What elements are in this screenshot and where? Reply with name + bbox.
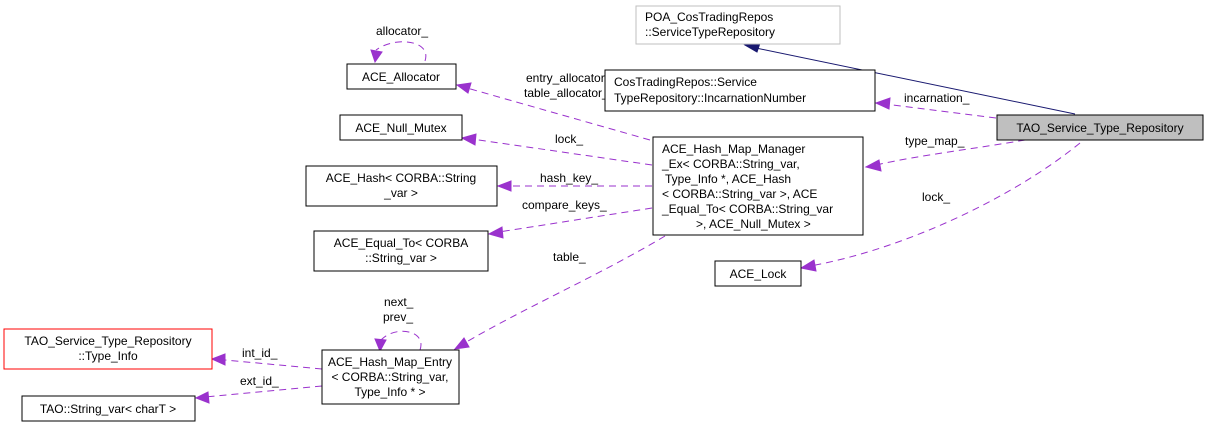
node-box [635,5,841,45]
allocator-self-edge-line [375,41,427,62]
edge-label-type-map: type_map_ [905,134,965,148]
node-label: ACE_Lock [730,267,788,281]
node-box [305,165,498,207]
edge-label-hash-key: hash_key_ [540,171,598,185]
ext-id-edge-line [204,385,323,398]
lock-mgr-arrowhead [460,133,477,146]
edge-label-lock-main: lock_ [922,190,950,204]
node-label: ::String_var > [365,251,437,265]
node-label: TAO_Service_Type_Repository [24,334,191,348]
edge-label-prev: prev_ [383,310,413,324]
node-label: < CORBA::String_var >, ACE [662,187,817,201]
node-type-info[interactable]: TAO_Service_Type_Repository ::Type_Info [3,328,213,370]
edge-label-int-id: int_id_ [242,346,278,360]
edge-table: table_ [453,235,666,350]
allocators-edge-line [466,87,651,141]
node-box [652,136,864,236]
edge-label-table-allocator: table_allocator_ [524,86,609,100]
node-label: TAO_Service_Type_Repository [1016,121,1183,135]
node-ace-equal-to[interactable]: ACE_Equal_To< CORBA ::String_var > [313,230,489,272]
edge-lock-main: lock_ [799,142,1081,272]
edge-label-ext-id: ext_id_ [240,374,279,388]
node-box [313,230,489,272]
node-label: >, ACE_Null_Mutex > [696,217,811,231]
node-label: < CORBA::String_var, [331,370,448,384]
node-label: TAO::String_var< charT > [40,402,176,416]
node-label: Type_Info *, ACE_Hash [665,172,791,186]
edge-label-incarnation: incarnation_ [904,91,970,105]
node-ace-allocator[interactable]: ACE_Allocator [346,63,457,90]
node-ace-hash[interactable]: ACE_Hash< CORBA::String _var > [305,165,498,207]
type-map-arrowhead [864,159,882,172]
node-box [21,395,196,422]
node-label: TypeRepository::IncarnationNumber [614,91,806,105]
node-ace-hash-map-entry[interactable]: ACE_Hash_Map_Entry < CORBA::String_var, … [321,349,460,405]
type-map-edge-line [875,139,1026,166]
node-tao-string-var[interactable]: TAO::String_var< charT > [21,395,196,422]
table-arrowhead [453,337,470,350]
lock-mgr-edge-line [471,138,653,166]
edge-lock-mgr: lock_ [460,132,653,166]
node-label: ACE_Hash_Map_Manager [662,142,805,156]
edge-label-compare-keys: compare_keys_ [522,198,607,212]
node-label: _var > [383,186,418,200]
node-ace-null-mutex[interactable]: ACE_Null_Mutex [339,114,463,141]
node-poa-service-type-repository[interactable]: POA_CosTradingRepos ::ServiceTypeReposit… [635,5,841,45]
edge-ext-id: ext_id_ [194,374,323,404]
node-label: ACE_Hash_Map_Entry [328,355,452,369]
edge-type-map: type_map_ [864,134,1026,172]
node-box [996,114,1204,141]
lock-main-edge-line [809,142,1081,267]
edge-compare-keys: compare_keys_ [487,198,653,239]
node-tao-service-type-repository[interactable]: TAO_Service_Type_Repository [996,114,1204,141]
table-edge-line [462,235,666,345]
incarnation-arrowhead [874,97,891,110]
node-ace-hash-map-manager-ex[interactable]: ACE_Hash_Map_Manager _Ex< CORBA::String_… [652,136,864,236]
node-box [604,69,876,112]
node-label: ::Type_Info [78,349,138,363]
node-label: ACE_Null_Mutex [355,121,446,135]
node-box [3,328,213,370]
incarnation-edge-line [884,103,997,119]
node-label: ACE_Allocator [362,70,440,84]
edge-label-next: next_ [384,295,414,309]
node-ace-lock[interactable]: ACE_Lock [714,260,802,287]
allocator-self-arrowhead [370,49,383,64]
node-box [321,349,460,405]
edge-label-allocator-self: allocator_ [376,24,428,38]
compare-keys-edge-line [498,207,653,233]
node-label: _Ex< CORBA::String_var, [661,157,800,171]
next-prev-edge-line [380,330,422,351]
edge-label-table: table_ [553,250,586,264]
edge-label-entry-allocator: entry_allocator_ [526,71,612,85]
edge-allocators: entry_allocator_ table_allocator_ [455,71,651,141]
edge-incarnation: incarnation_ [874,91,997,119]
edge-next-prev: next_ prev_ [374,295,422,353]
edge-allocator-self: allocator_ [370,24,428,64]
compare-keys-arrowhead [487,226,504,239]
allocators-arrowhead [455,82,472,94]
node-label: POA_CosTradingRepos [645,10,773,24]
next-prev-arrowhead [374,338,387,353]
node-incarnation-number[interactable]: CosTradingRepos::Service TypeRepository:… [604,69,876,112]
lock-main-arrowhead [799,259,817,272]
node-label: ACE_Equal_To< CORBA [334,236,468,250]
node-label: _Equal_To< CORBA::String_var [661,202,833,216]
inherit-edge-line [755,47,1076,115]
node-box [339,114,463,141]
ext-id-arrowhead [194,391,210,404]
node-label: CosTradingRepos::Service [614,75,757,89]
int-id-edge-line [224,359,323,370]
node-box [346,63,457,90]
node-label: Type_Info * > [354,385,425,399]
edge-hash-key: hash_key_ [496,171,652,192]
hash-key-arrowhead [496,180,512,192]
edge-label-lock-mgr: lock_ [555,132,583,146]
int-id-arrowhead [210,353,226,366]
node-label: ::ServiceTypeRepository [645,25,775,39]
edge-int-id: int_id_ [210,346,323,370]
node-label: ACE_Hash< CORBA::String [326,171,476,185]
node-box [714,260,802,287]
